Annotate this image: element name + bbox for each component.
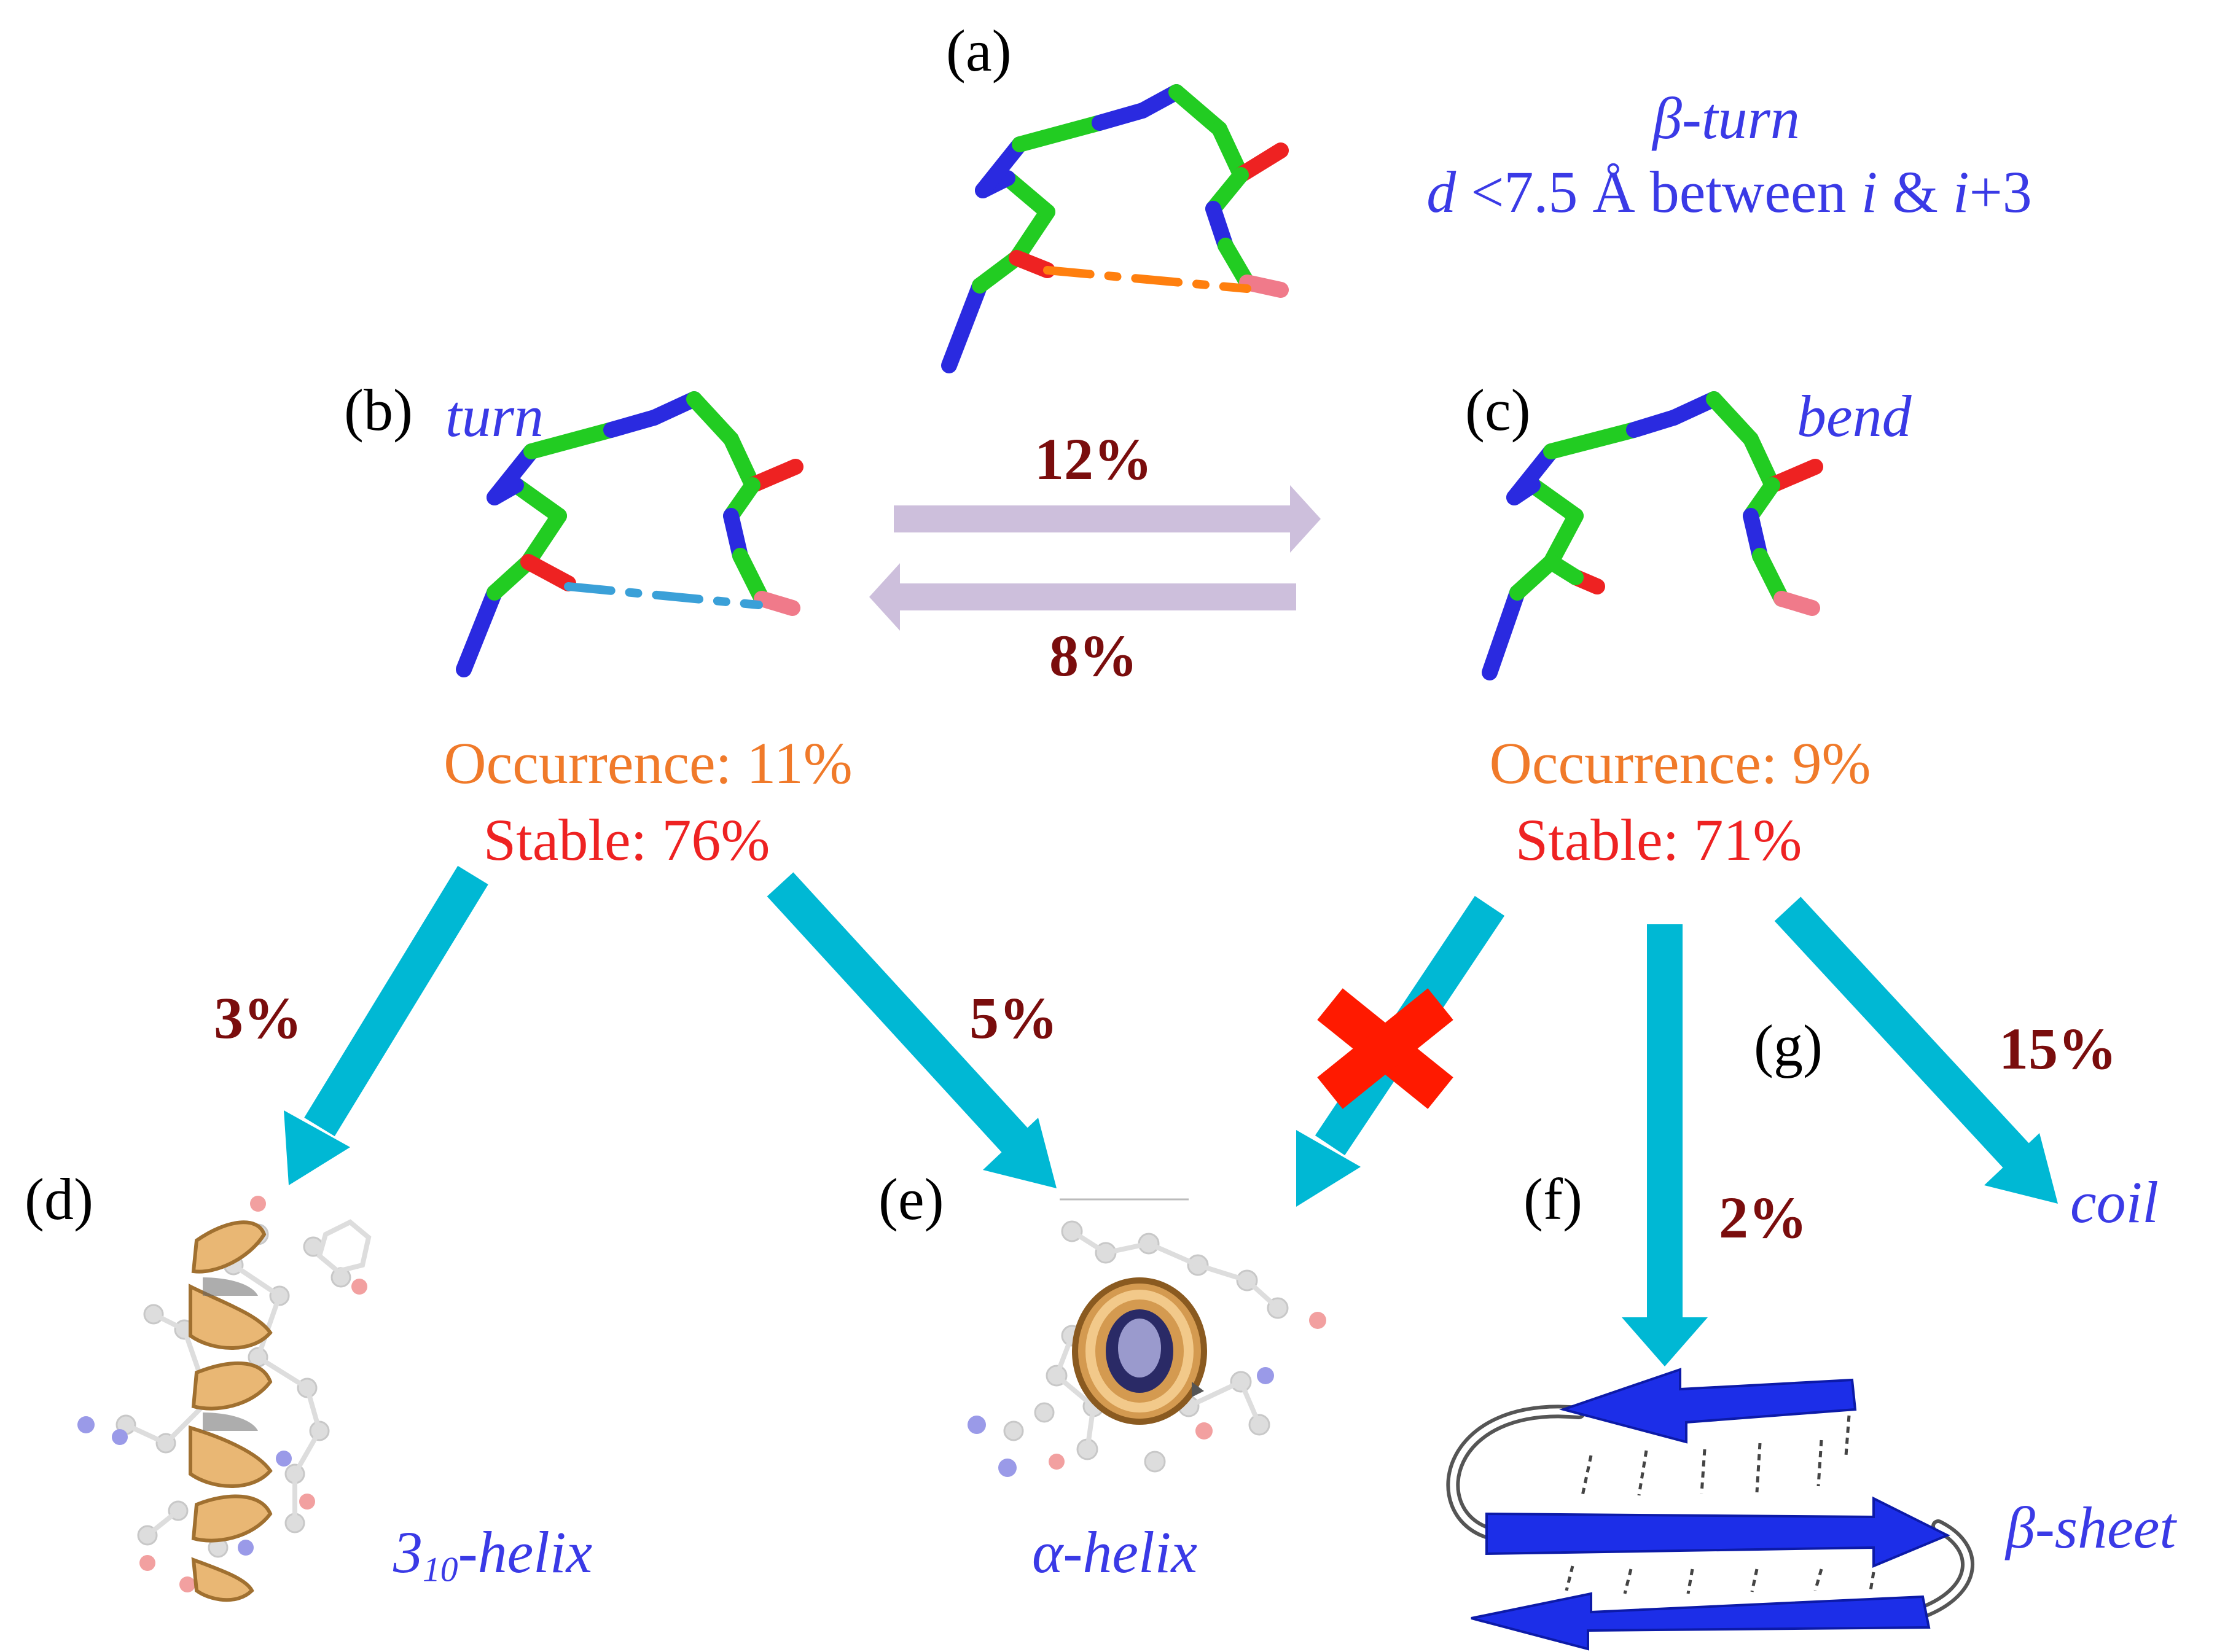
bend-to-coil-arrow: [1774, 897, 2031, 1170]
turn-to-alpha-arrow: [767, 872, 1030, 1155]
panel-label-d: (d): [25, 1166, 93, 1232]
criterion-amp: &: [1877, 159, 1953, 225]
criterion-plus3: +3: [1969, 159, 2032, 225]
beta-turn-title: β-turn: [1652, 85, 1800, 151]
bend-to-turn-percent: 8%: [1049, 623, 1138, 688]
turn-occurrence: Occurrence: 11%: [444, 730, 853, 796]
turn-to-310-percent: 3%: [214, 985, 302, 1051]
beta-sheet-label: β-sheet: [2006, 1495, 2176, 1560]
panel-label-a: (a): [946, 18, 1012, 84]
helix310-label: 310-helix: [393, 1523, 592, 1588]
helix310-subscript: 10: [423, 1550, 458, 1589]
helix310-suffix: -helix: [458, 1519, 593, 1585]
criterion-text: <7.5 Å between: [1456, 159, 1861, 225]
blocked-transition-mark: [1317, 988, 1453, 1109]
beta-turn-criterion: d <7.5 Å between i & i+3: [1426, 163, 2031, 222]
turn-label: turn: [445, 383, 544, 449]
bend-to-coil-percent: 15%: [1999, 1016, 2117, 1081]
bend-to-turn-arrow: [869, 563, 1296, 631]
beta-strand-3: [1471, 1592, 1931, 1651]
panel-label-b: (b): [344, 377, 413, 443]
helix310-structure: [77, 1196, 372, 1602]
beta-strand-2: [1485, 1496, 1950, 1568]
beta-sheet-structure: [1446, 1368, 1974, 1651]
turn-to-310-arrow: [304, 865, 488, 1137]
turn-to-bend-arrow: [894, 485, 1321, 553]
beta-strand-1: [1559, 1368, 1857, 1444]
bend-stable: Stable: 71%: [1515, 807, 1802, 873]
bend-label: bend: [1797, 383, 1912, 449]
panel-label-g: (g): [1754, 1013, 1823, 1078]
turn-stable: Stable: 76%: [483, 807, 770, 873]
criterion-residue-i: i: [1861, 159, 1878, 225]
coil-label: coil: [2070, 1169, 2159, 1235]
equilibrium-arrows: [869, 485, 1321, 631]
alpha-helix-label: α-helix: [1032, 1519, 1197, 1585]
bend-occurrence: Occurrence: 9%: [1489, 730, 1871, 796]
criterion-distance-symbol: d: [1426, 159, 1456, 225]
bend-molecule: [1482, 391, 1823, 680]
turn-molecule: [456, 391, 804, 677]
beta-turn-molecule: [941, 84, 1289, 373]
criterion-residue-i3: i: [1952, 159, 1969, 225]
panel-label-f: (f): [1523, 1166, 1582, 1232]
panel-label-e: (e): [878, 1166, 944, 1232]
turn-to-alpha-percent: 5%: [969, 985, 1058, 1051]
alpha-helix-structure: [968, 1198, 1326, 1477]
turn-to-bend-percent: 12%: [1034, 426, 1152, 492]
panel-label-c: (c): [1465, 377, 1531, 443]
helix310-three: 3: [393, 1519, 423, 1585]
bend-to-sheet-percent: 2%: [1719, 1185, 1807, 1250]
